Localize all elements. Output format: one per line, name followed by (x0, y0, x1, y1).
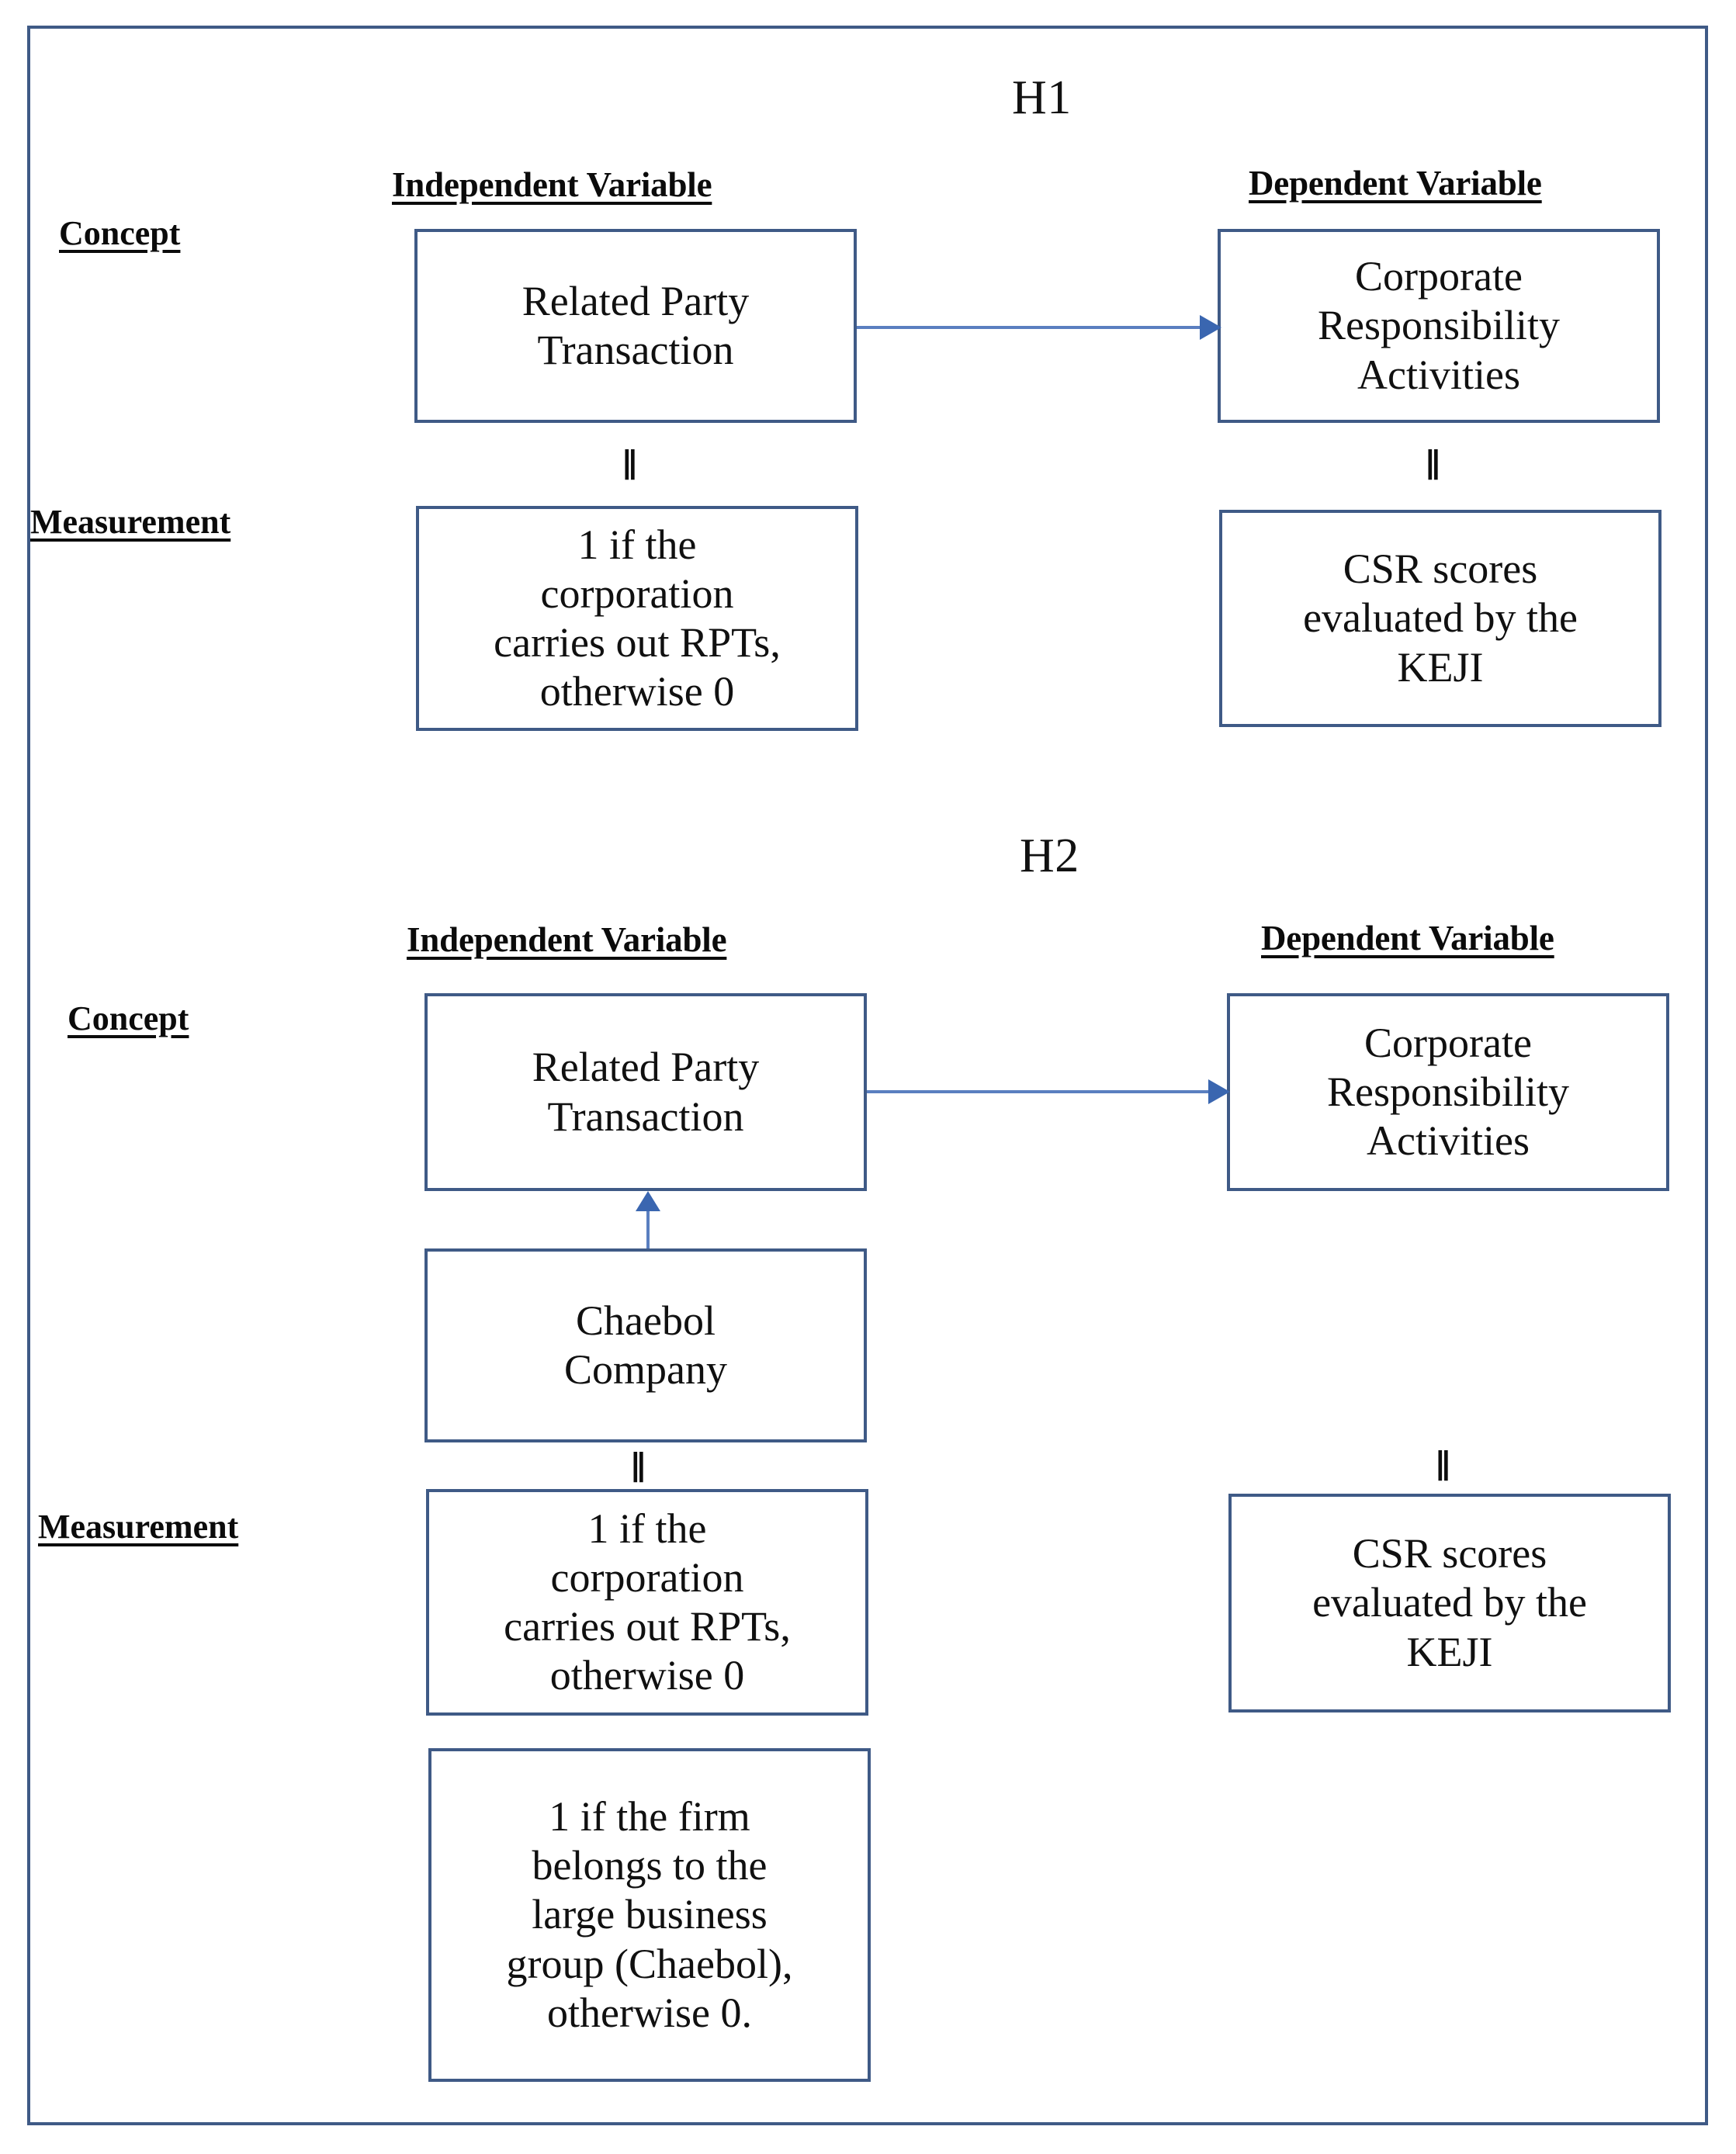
arrow-h1-iv-to-dv (857, 315, 1221, 340)
figure-outer-border: H1 Independent Variable Dependent Variab… (27, 26, 1708, 2125)
arrow-h2-moderator-to-iv (636, 1191, 660, 1248)
node-h2-independent-measurement[interactable]: 1 if the corporation carries out RPTs, o… (426, 1489, 868, 1716)
node-h1-dependent-concept[interactable]: Corporate Responsibility Activities (1218, 229, 1660, 423)
column-header-dependent-h2: Dependent Variable (1261, 919, 1554, 958)
arrow-h2-iv-to-dv (867, 1079, 1230, 1104)
equality-mark-h2-dependent: ∥ (1435, 1447, 1452, 1481)
node-h1-independent-concept[interactable]: Related Party Transaction (414, 229, 857, 423)
column-header-independent-h2: Independent Variable (407, 920, 727, 959)
node-h1-independent-measurement-text: 1 if the corporation carries out RPTs, o… (494, 521, 781, 715)
node-h1-independent-measurement[interactable]: 1 if the corporation carries out RPTs, o… (416, 506, 858, 731)
node-h2-independent-measurement-text: 1 if the corporation carries out RPTs, o… (504, 1505, 791, 1699)
equality-mark-h2-independent: ∥ (630, 1449, 647, 1483)
node-h1-independent-concept-text: Related Party Transaction (521, 277, 750, 373)
column-header-dependent-h1: Dependent Variable (1249, 164, 1542, 203)
equality-mark-h1-dependent: ∥ (1425, 446, 1442, 480)
node-h2-independent-concept[interactable]: Related Party Transaction (424, 993, 867, 1191)
hypothesis-title-h1: H1 (1012, 71, 1072, 124)
row-label-measurement-h2: Measurement (38, 1508, 239, 1546)
node-h1-dependent-measurement[interactable]: CSR scores evaluated by the KEJI (1219, 510, 1662, 727)
node-h1-dependent-measurement-text: CSR scores evaluated by the KEJI (1303, 545, 1578, 691)
hypothesis-title-h2: H2 (1020, 829, 1079, 882)
node-h2-independent-concept-text: Related Party Transaction (532, 1044, 760, 1140)
node-h2-moderator-concept-text: Chaebol Company (564, 1297, 727, 1393)
row-label-measurement-h1: Measurement (30, 503, 231, 541)
node-h1-dependent-concept-text: Corporate Responsibility Activities (1317, 253, 1561, 398)
column-header-independent-h1: Independent Variable (392, 165, 712, 204)
node-h2-moderator-concept[interactable]: Chaebol Company (424, 1248, 867, 1442)
row-label-concept-h2: Concept (68, 999, 189, 1037)
equality-mark-h1-independent: ∥ (622, 446, 639, 480)
node-h2-dependent-measurement-text: CSR scores evaluated by the KEJI (1312, 1530, 1587, 1675)
node-h2-dependent-measurement[interactable]: CSR scores evaluated by the KEJI (1228, 1494, 1671, 1712)
node-h2-dependent-concept[interactable]: Corporate Responsibility Activities (1227, 993, 1669, 1191)
node-h2-dependent-concept-text: Corporate Responsibility Activities (1326, 1019, 1570, 1165)
node-h2-moderator-measurement[interactable]: 1 if the firm belongs to the large busin… (428, 1748, 871, 2082)
row-label-concept-h1: Concept (59, 214, 181, 252)
node-h2-moderator-measurement-text: 1 if the firm belongs to the large busin… (506, 1793, 793, 2036)
